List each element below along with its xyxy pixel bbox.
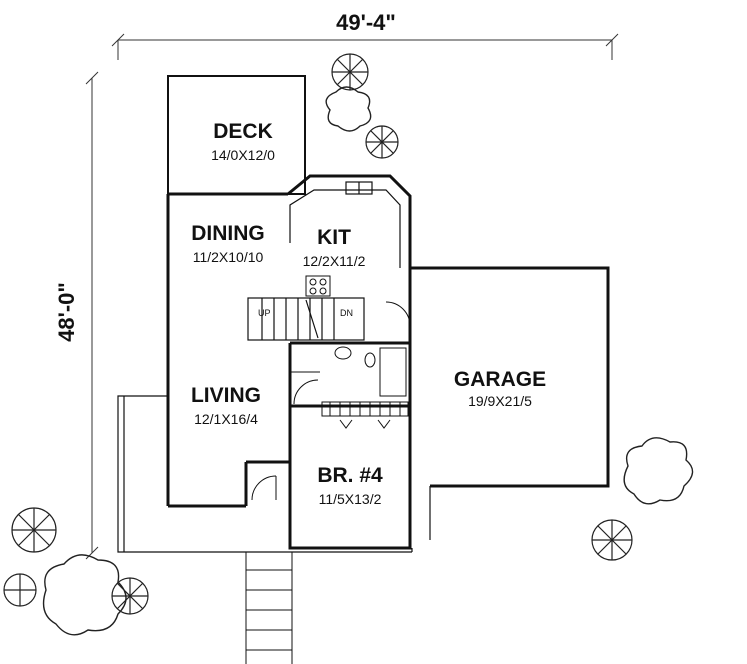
tree-icon [365, 125, 399, 159]
bedroom4-name: BR. #4 [317, 464, 383, 487]
tree-icon [11, 507, 57, 553]
kitchen-counters [289, 181, 401, 268]
kitchen-name: KIT [317, 226, 351, 249]
tree-icon [111, 577, 149, 615]
kitchen-size: 12/2X11/2 [303, 253, 366, 269]
house-walls [166, 174, 412, 550]
width-dimension [111, 33, 619, 60]
dining-size: 11/2X10/10 [193, 249, 264, 265]
bath-fixtures [290, 346, 407, 397]
garage-size: 19/9X21/5 [468, 393, 532, 409]
shrub-icon [42, 554, 127, 636]
garage-name: GARAGE [454, 368, 546, 391]
front-walk [245, 552, 293, 664]
living-name: LIVING [191, 384, 261, 407]
width-dimension-label: 49'-4" [336, 10, 396, 35]
dining-name: DINING [191, 222, 265, 245]
tree-icon [591, 519, 633, 561]
depth-dimension-label: 48'-0" [54, 282, 79, 342]
deck-size: 14/0X12/0 [211, 147, 275, 163]
shrub-icon [325, 86, 372, 132]
deck-name: DECK [213, 120, 273, 143]
stair-down-label: DN [340, 308, 353, 318]
bedroom-closet [321, 401, 409, 429]
stair-up-label: UP [258, 308, 271, 318]
garage-outline [410, 266, 610, 488]
door-swings [251, 301, 411, 501]
depth-dimension [85, 71, 99, 560]
living-size: 12/1X16/4 [194, 411, 258, 427]
shrub-icon [623, 437, 694, 505]
tree-icon [3, 573, 37, 607]
front-porch [117, 395, 413, 553]
stair-block [247, 297, 365, 341]
tree-icon [331, 53, 369, 91]
bedroom4-size: 11/5X13/2 [319, 491, 382, 507]
cooktop [305, 275, 331, 297]
